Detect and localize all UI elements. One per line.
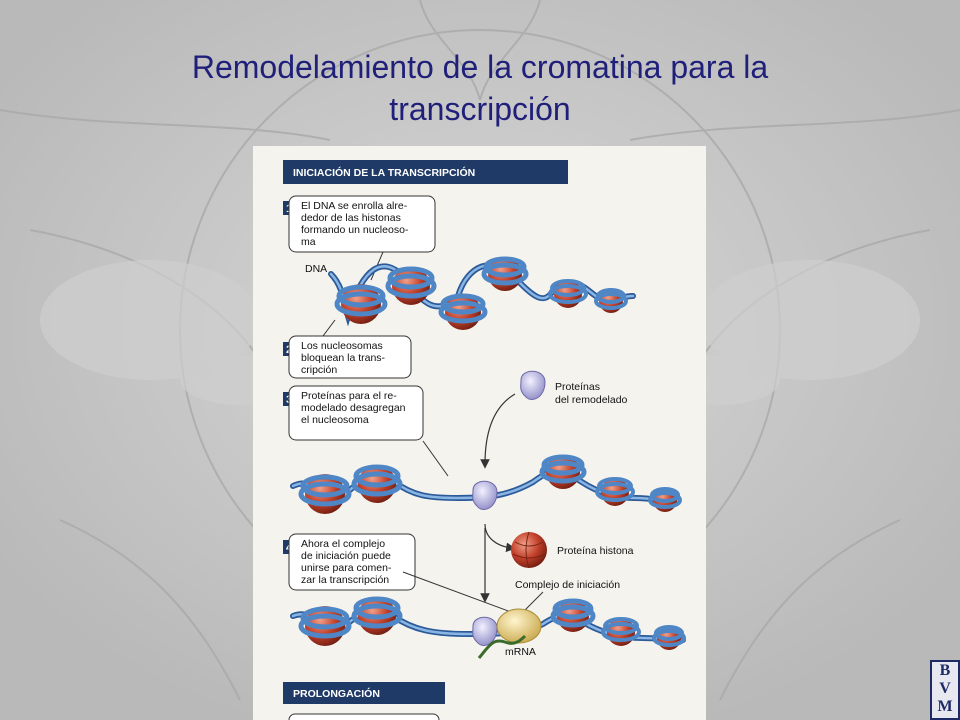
- step-1-text-line-1: El DNA se enrolla alre-: [301, 200, 408, 212]
- logo-letter-b: B: [939, 662, 951, 679]
- mrna-label: mRNA: [505, 646, 536, 658]
- nucleosome: [438, 293, 488, 330]
- step-4-text-line-1: Ahora el complejo: [301, 538, 385, 550]
- nucleosome: [351, 596, 403, 635]
- nucleosome: [539, 454, 587, 489]
- nucleosomes-row-2: [298, 454, 682, 514]
- nucleosome: [298, 474, 352, 514]
- nucleosome: [385, 266, 437, 305]
- remodel-protein-label-line-1: Proteínas: [555, 381, 600, 393]
- remodeling-protein-icon: [520, 370, 546, 400]
- nucleosome: [652, 625, 686, 650]
- step-1-text-line-3: formando un nucleoso-: [301, 224, 409, 236]
- step-3-text-line-1: Proteínas para el re-: [301, 390, 397, 402]
- nucleosomes-row-3: [298, 596, 686, 650]
- step-4-text-line-2: de iniciación puede: [301, 550, 391, 562]
- nucleosome: [594, 288, 628, 313]
- header-initiation-text: INICIACIÓN DE LA TRANSCRIPCIÓN: [293, 166, 475, 179]
- slide-title-line-1: Remodelamiento de la cromatina para la: [191, 49, 769, 85]
- remodeling-protein-on-dna: [472, 480, 498, 510]
- step-1-text-line-4: ma: [301, 236, 316, 248]
- step-1-text-line-2: dedor de las histonas: [301, 212, 401, 224]
- nucleosome: [548, 279, 588, 308]
- step-4: 4 Ahora el complejo de iniciación puede …: [283, 533, 512, 613]
- step-2-text-line-3: cripción: [301, 364, 337, 376]
- logo-letter-m: M: [937, 698, 953, 715]
- bvm-logo: B V M: [930, 660, 960, 720]
- histone-protein-icon: [511, 531, 547, 569]
- step-3: 3 Proteínas para el re- modelado desagre…: [283, 385, 449, 477]
- arrow-remodel-down: [480, 393, 516, 469]
- nucleosome: [481, 256, 529, 291]
- nucleosome: [334, 284, 388, 324]
- initiation-complex-icon: [496, 608, 542, 644]
- logo-letter-v: V: [939, 680, 951, 697]
- nucleosome: [595, 477, 635, 506]
- step-4-text-line-3: unirse para comen-: [301, 562, 392, 574]
- nucleosomes-row-1: [334, 256, 628, 330]
- step-2: 2 Los nucleosomas bloquean la trans- cri…: [283, 319, 412, 379]
- step-2-text-line-2: bloquean la trans-: [301, 352, 386, 364]
- step-3-text-line-3: el nucleosoma: [301, 414, 369, 426]
- header-elongation: PROLONGACIÓN: [283, 682, 445, 704]
- nucleosome: [550, 598, 596, 632]
- dna-label: DNA: [305, 263, 327, 275]
- nucleosome: [298, 606, 352, 646]
- header-initiation: INICIACIÓN DE LA TRANSCRIPCIÓN: [283, 160, 568, 184]
- slide-title: Remodelamiento de la cromatina para la t…: [90, 46, 870, 130]
- mrna-strand: [477, 634, 527, 659]
- arrow-histone-release: [484, 523, 516, 553]
- header-elongation-text: PROLONGACIÓN: [293, 687, 380, 700]
- step-4-text-line-4: zar la transcripción: [301, 574, 389, 586]
- nucleosome: [601, 617, 641, 646]
- figure-drawing: INICIACIÓN DE LA TRANSCRIPCIÓN 1 El DNA …: [283, 160, 686, 720]
- step-3-text-line-2: modelado desagregan: [301, 402, 406, 414]
- nucleosome: [351, 464, 403, 503]
- slide-title-line-2: transcripción: [389, 91, 571, 127]
- chromatin-remodeling-figure: INICIACIÓN DE LA TRANSCRIPCIÓN 1 El DNA …: [253, 146, 706, 720]
- initiation-complex-label: Complejo de iniciación: [515, 579, 620, 591]
- histone-label: Proteína histona: [557, 545, 634, 557]
- nucleosome: [648, 487, 682, 512]
- step-2-text-line-1: Los nucleosomas: [301, 340, 383, 352]
- step-1: 1 El DNA se enrolla alre- dedor de las h…: [283, 195, 436, 281]
- step-5-box-partial: [288, 713, 440, 720]
- remodel-protein-label-line-2: del remodelado: [555, 394, 628, 406]
